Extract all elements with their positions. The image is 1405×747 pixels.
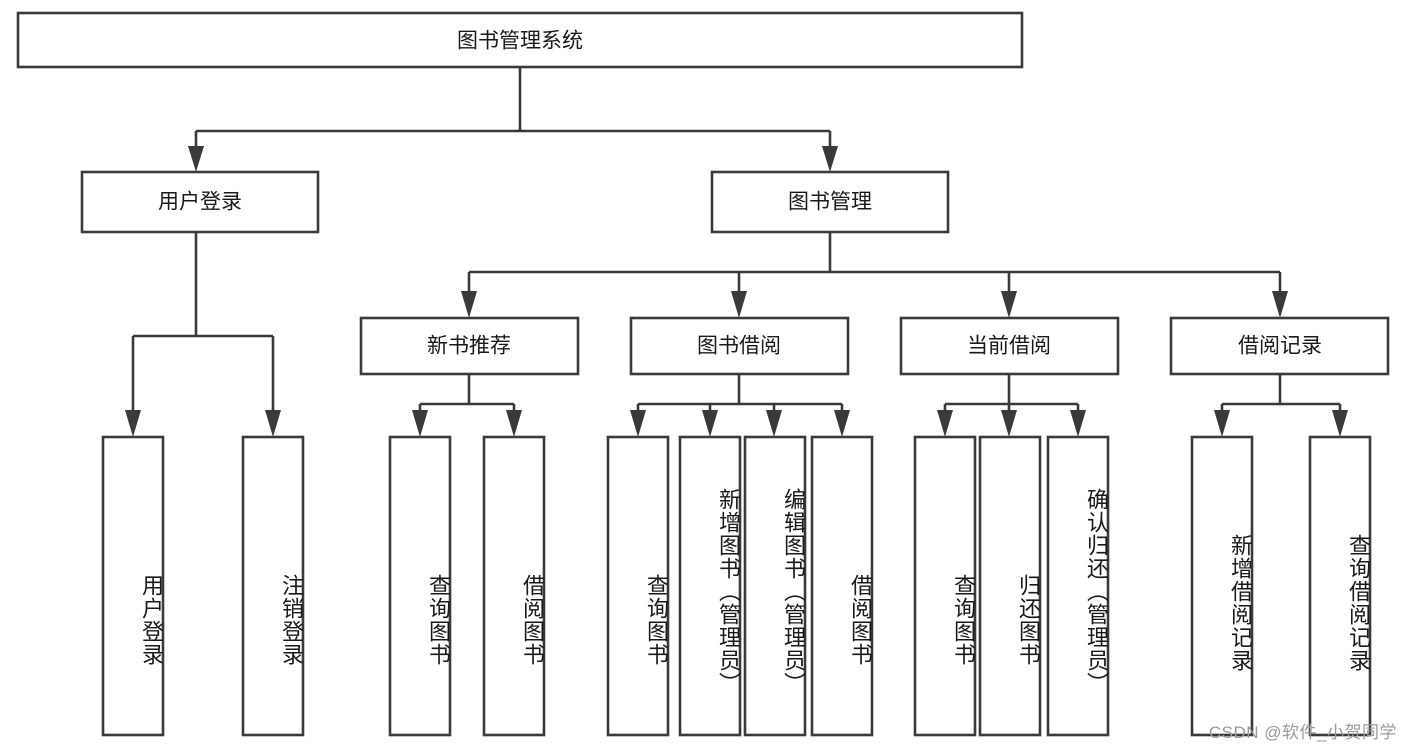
- node-current-borrow-label: 当前借阅: [967, 335, 1051, 358]
- leaf-box-current-borrow-2[interactable]: [978, 435, 1042, 737]
- arrow-head-book-borrow: [731, 291, 747, 318]
- leaf-box-book-borrow-1[interactable]: [606, 435, 670, 737]
- node-user-login-label: 用户登录: [158, 191, 242, 214]
- arrow-head-nb-leaf1: [412, 410, 428, 437]
- arrow-head-bb-leaf4: [834, 410, 850, 437]
- leaf-box-borrow-record-1[interactable]: [1190, 435, 1254, 737]
- arrow-head-br-leaf1: [1214, 410, 1230, 437]
- leaf-box-new-book-1[interactable]: [388, 435, 452, 737]
- arrow-head-new-book: [461, 291, 477, 318]
- node-borrow-record-label: 借阅记录: [1238, 335, 1322, 358]
- arrow-head-user-login: [188, 146, 204, 172]
- arrow-head-cb-leaf2: [1001, 410, 1017, 437]
- arrow-head-cb-leaf1: [937, 410, 953, 437]
- arrow-head-ul-leaf1: [125, 410, 141, 437]
- arrow-head-nb-leaf2: [506, 410, 522, 437]
- node-root-label: 图书管理系统: [457, 30, 583, 53]
- node-root-box[interactable]: [16, 11, 1024, 69]
- leaf-box-book-borrow-4[interactable]: [810, 435, 874, 737]
- arrow-head-bb-leaf1: [630, 410, 646, 437]
- leaf-box-book-borrow-3[interactable]: [743, 435, 807, 737]
- leaf-box-current-borrow-3[interactable]: [1046, 435, 1110, 737]
- node-book-borrow-label: 图书借阅: [697, 335, 781, 358]
- leaf-box-current-borrow-1[interactable]: [913, 435, 977, 737]
- node-user-login-box[interactable]: [80, 170, 320, 234]
- leaf-box-borrow-record-2[interactable]: [1308, 435, 1372, 737]
- node-current-borrow-box[interactable]: [899, 316, 1120, 376]
- node-new-book-recommend-label: 新书推荐: [427, 335, 511, 358]
- node-book-management-box[interactable]: [710, 170, 950, 234]
- leaf-box-user-login-2[interactable]: [241, 435, 305, 737]
- arrow-head-book-mgmt: [822, 146, 838, 172]
- arrow-head-current-borrow: [1001, 291, 1017, 318]
- arrow-head-br-leaf2: [1332, 410, 1348, 437]
- arrow-head-cb-leaf3: [1070, 410, 1086, 437]
- leaf-box-user-login-1[interactable]: [101, 435, 165, 737]
- node-book-borrow-box[interactable]: [629, 316, 850, 376]
- node-new-book-recommend-box[interactable]: [359, 316, 580, 376]
- leaf-box-new-book-2[interactable]: [482, 435, 546, 737]
- arrow-head-bb-leaf2: [702, 410, 718, 437]
- leaf-box-book-borrow-2[interactable]: [678, 435, 742, 737]
- arrow-head-borrow-record: [1272, 291, 1288, 318]
- arrow-head-bb-leaf3: [766, 410, 782, 437]
- watermark-text: CSDN @软件_小贺同学: [1208, 723, 1397, 742]
- node-book-management-label: 图书管理: [788, 191, 872, 214]
- arrow-head-ul-leaf2: [265, 410, 281, 437]
- node-borrow-record-box[interactable]: [1169, 316, 1390, 376]
